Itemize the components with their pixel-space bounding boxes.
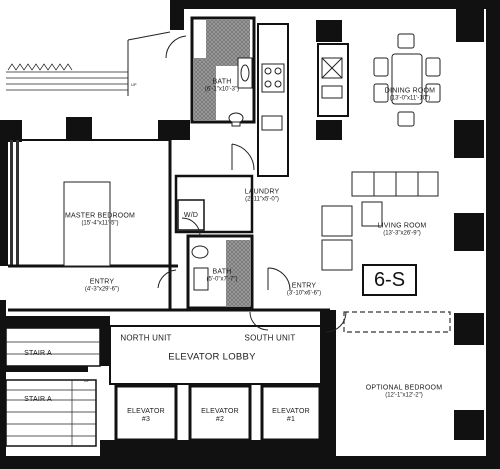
stair-up-label-1: UP: [131, 82, 137, 87]
room-dimensions: (13'-0"x11'-10"): [389, 95, 431, 102]
label-elevator-1: ELEVATOR #1: [272, 408, 310, 424]
room-label-dining: DINING ROOM (13'-0"x11'-10"): [385, 88, 435, 103]
label-elevator-3: ELEVATOR #3: [127, 408, 165, 424]
room-name: STAIR A: [24, 395, 52, 403]
room-label-entry-right: ENTRY (3'-10"x6'-6"): [287, 283, 321, 298]
room-name: DINING ROOM: [384, 87, 436, 95]
room-dimensions: (12'-1"x12'-2"): [385, 392, 423, 399]
room-label-bath-mid: BATH (5'-0"x7'-7"): [207, 269, 238, 284]
label-elevator-lobby: ELEVATOR LOBBY: [168, 351, 256, 364]
room-label-optional: OPTIONAL BEDROOM (12'-1"x12'-2"): [366, 385, 442, 400]
label-north-unit: NORTH UNIT: [120, 333, 171, 342]
room-name: SOUTH UNIT: [244, 333, 296, 343]
room-label-living: LIVING ROOM (13'-3"x26'-9"): [378, 223, 427, 238]
room-dimensions: (5'-0"x7'-7"): [206, 276, 238, 283]
room-name: MASTER BEDROOM: [64, 212, 136, 220]
room-label-master: MASTER BEDROOM (15'-4"x11'-5"): [65, 213, 135, 228]
door-swings: [157, 35, 347, 333]
room-name: LAUNDRY: [244, 188, 280, 196]
elevator-name: ELEVATOR: [201, 407, 239, 415]
optional-wall-dashed: [343, 311, 451, 333]
label-south-unit: SOUTH UNIT: [245, 333, 296, 342]
room-name: BATH: [212, 268, 232, 276]
room-name: W/D: [183, 211, 199, 219]
room-name: OPTIONAL BEDROOM: [365, 384, 443, 392]
elevator-name: ELEVATOR: [272, 407, 310, 415]
stair-up-label-2: UP: [84, 378, 90, 383]
room-name: LIVING ROOM: [377, 222, 427, 230]
room-dimensions: (3'-10"x6'-6"): [286, 290, 322, 297]
room-dimensions: (15'-4"x11'-5"): [81, 220, 119, 227]
room-name: NORTH UNIT: [120, 333, 172, 343]
room-label-wd: W/D: [184, 212, 198, 220]
room-dimensions: (4'-3"x29'-6"): [84, 286, 120, 293]
label-stair-a-2: STAIR A: [24, 396, 52, 404]
room-dimensions: (2'-11"x5'-0"): [245, 196, 279, 203]
shower-tile-mid: [226, 240, 250, 306]
room-name: ELEVATOR LOBBY: [168, 351, 256, 363]
room-label-laundry: LAUNDRY (2'-11"x5'-0"): [245, 189, 280, 204]
label-elevator-2: ELEVATOR #2: [201, 408, 239, 424]
room-name: ENTRY: [89, 278, 115, 286]
roof-edge: [127, 31, 171, 96]
stair-treads: [6, 63, 128, 446]
fixtures: [63, 33, 441, 291]
room-dimensions: (6'-1"x10'-3"): [204, 86, 240, 93]
room-dimensions: (13'-3"x26'-9"): [383, 230, 421, 237]
bath-floor-tile: [194, 58, 216, 120]
label-stair-a-1: STAIR A: [24, 350, 52, 358]
unit-number-badge: 6-S: [362, 264, 417, 296]
elevator-number: #1: [286, 416, 296, 423]
room-name: ENTRY: [291, 282, 317, 290]
room-label-bath-top: BATH (6'-1"x10'-3"): [205, 79, 239, 94]
elevator-number: #3: [141, 416, 151, 423]
room-label-entry-left: ENTRY (4'-3"x29'-6"): [85, 279, 119, 294]
elevator-number: #2: [215, 416, 225, 423]
elevator-name: ELEVATOR: [127, 407, 165, 415]
room-name: BATH: [212, 78, 232, 86]
interior-walls: [5, 16, 349, 447]
room-name: STAIR A: [24, 349, 52, 357]
